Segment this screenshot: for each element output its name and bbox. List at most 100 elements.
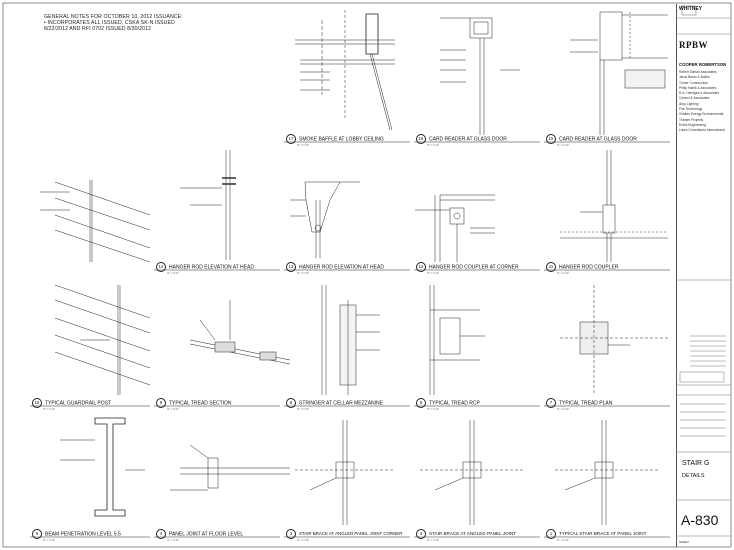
detail-scale: 3" = 1'-0" <box>297 407 310 411</box>
detail-11-drawing <box>560 150 668 262</box>
detail-number: 4 <box>156 529 166 539</box>
detail-title: TYPICAL TREAD SECTION <box>169 400 232 407</box>
detail-scale: 3" = 1'-0" <box>557 538 570 542</box>
architect-logo: RPBW <box>679 40 708 50</box>
sheet-title: STAIR G <box>682 460 710 467</box>
detail-7-drawing <box>560 285 668 395</box>
detail-title: TYPICAL STAIR BRACE AT PANEL JOINT <box>559 531 647 537</box>
detail-scale: 3" = 1'-0" <box>297 538 310 542</box>
consultant: Fire Technology <box>679 106 703 111</box>
detail-scale: 3" = 1'-0" <box>43 538 56 542</box>
detail-title: STAIR BRACE AT ANGLED PANEL JOINT CORNER <box>299 531 403 537</box>
detail-12-drawing <box>415 194 495 262</box>
detail-number: 13 <box>286 262 296 272</box>
detail-13-drawing <box>290 181 360 258</box>
detail-5-drawing <box>60 417 145 517</box>
consultant: Arup Lighting <box>679 101 699 106</box>
detail-number: 10 <box>32 398 42 408</box>
detail-title: CARD READER AT GLASS DOOR <box>559 136 637 143</box>
detail-2-drawing <box>420 420 525 525</box>
detail-number: 3 <box>286 529 296 539</box>
detail-number: 14 <box>156 262 166 272</box>
detail-title: TYPICAL TREAD PLAN <box>559 400 613 407</box>
detail-scale: 3" = 1'-0" <box>167 407 180 411</box>
detail-3-drawing <box>295 420 395 525</box>
detail-scale: 3" = 1'-0" <box>427 538 440 542</box>
detail-title: STAIR BRACE AT ANGLED PANEL JOINT <box>429 531 517 537</box>
detail-number: 11 <box>546 262 556 272</box>
detail-title: TYPICAL TREAD RCP <box>429 400 480 407</box>
detail-title: PANEL JOINT AT FLOOR LEVEL <box>169 531 244 538</box>
firm-name: WHITNEY <box>679 6 703 12</box>
consultant: Theatre Projects <box>679 117 704 122</box>
detail-scale: 3" = 1'-0" <box>427 143 440 147</box>
general-notes-line-2: • INCORPORATES ALL ISSUED, CSKA SK-N ISS… <box>44 20 175 27</box>
detail-title: BEAM PENETRATION LEVEL 5.5 <box>45 531 121 538</box>
detail-title: HANGER ROD COUPLER <box>559 264 619 271</box>
consultant: Entek Engineering <box>679 122 706 127</box>
detail-scale: 3" = 1'-0" <box>167 538 180 542</box>
detail-number: 5 <box>32 529 42 539</box>
consultant: R.A. Heintges & Associates <box>679 91 720 96</box>
detail-title: HANGER ROD ELEVATION AT HEAD <box>169 264 254 271</box>
detail-number: 7 <box>546 398 556 408</box>
detail-scale: 3" = 1'-0" <box>557 271 570 275</box>
detail-title: TYPICAL GUARDRAIL POST <box>45 400 112 407</box>
detail-title: HANGER ROD COUPLER AT CORNER <box>429 264 519 271</box>
consultant: Jaros Baum & Bolles <box>679 75 710 80</box>
detail-8-rcp-drawing <box>429 285 485 395</box>
general-notes: GENERAL NOTES FOR OCTOBER 10, 2012 ISSUA… <box>44 14 183 33</box>
consultant: Turner Construction <box>679 80 709 85</box>
detail-number: 15 <box>546 134 556 144</box>
detail-15-drawing <box>570 11 668 135</box>
detail-title: CARD READER AT GLASS DOOR <box>429 136 507 143</box>
detail-scale: 3" = 1'-0" <box>167 271 180 275</box>
detail-scale: 3" = 1'-0" <box>43 407 56 411</box>
detail-title: SMOKE BAFFLE AT LOBBY CEILING <box>299 136 384 143</box>
architect-of-record: COOPER ROBERTSON <box>679 62 727 67</box>
detail-4-drawing <box>170 444 290 491</box>
detail-title: STRINGER AT CELLAR MEZZANINE <box>299 400 383 407</box>
detail-number: 8 <box>286 398 296 408</box>
detail-scale: 3" = 1'-0" <box>297 271 310 275</box>
detail-8-drawing <box>321 285 380 395</box>
detail-title: HANGER ROD ELEVATION AT HEAD <box>299 264 384 271</box>
consultant: Cerami & Associates <box>679 96 710 101</box>
general-notes-line-3: 8/22/2012 AND RFI 0702 ISSUED 8/30/2012 <box>44 26 152 33</box>
detail-9-drawing <box>189 300 291 365</box>
detail-16-drawing <box>440 17 520 135</box>
detail-scale: 3" = 1'-0" <box>427 407 440 411</box>
detail-10-drawing <box>54 284 151 395</box>
detail-number: 9 <box>156 398 166 408</box>
detail-scale: 3" = 1'-0" <box>557 143 570 147</box>
detail-1-drawing <box>555 420 660 525</box>
detail-scale: 3" = 1'-0" <box>427 271 440 275</box>
consultant-list: Robert Silman Associates Jaros Baum & Bo… <box>679 70 729 133</box>
sheet-number: A-830 <box>681 512 719 528</box>
consultant: Robert Silman Associates <box>679 70 717 74</box>
sheet-subtitle: DETAILS <box>682 473 705 479</box>
detail-number: 8 <box>416 398 426 408</box>
detail-number: 1 <box>546 529 556 539</box>
detail-14-drawing <box>180 150 236 260</box>
detail-scale: 3" = 1'-0" <box>557 407 570 411</box>
